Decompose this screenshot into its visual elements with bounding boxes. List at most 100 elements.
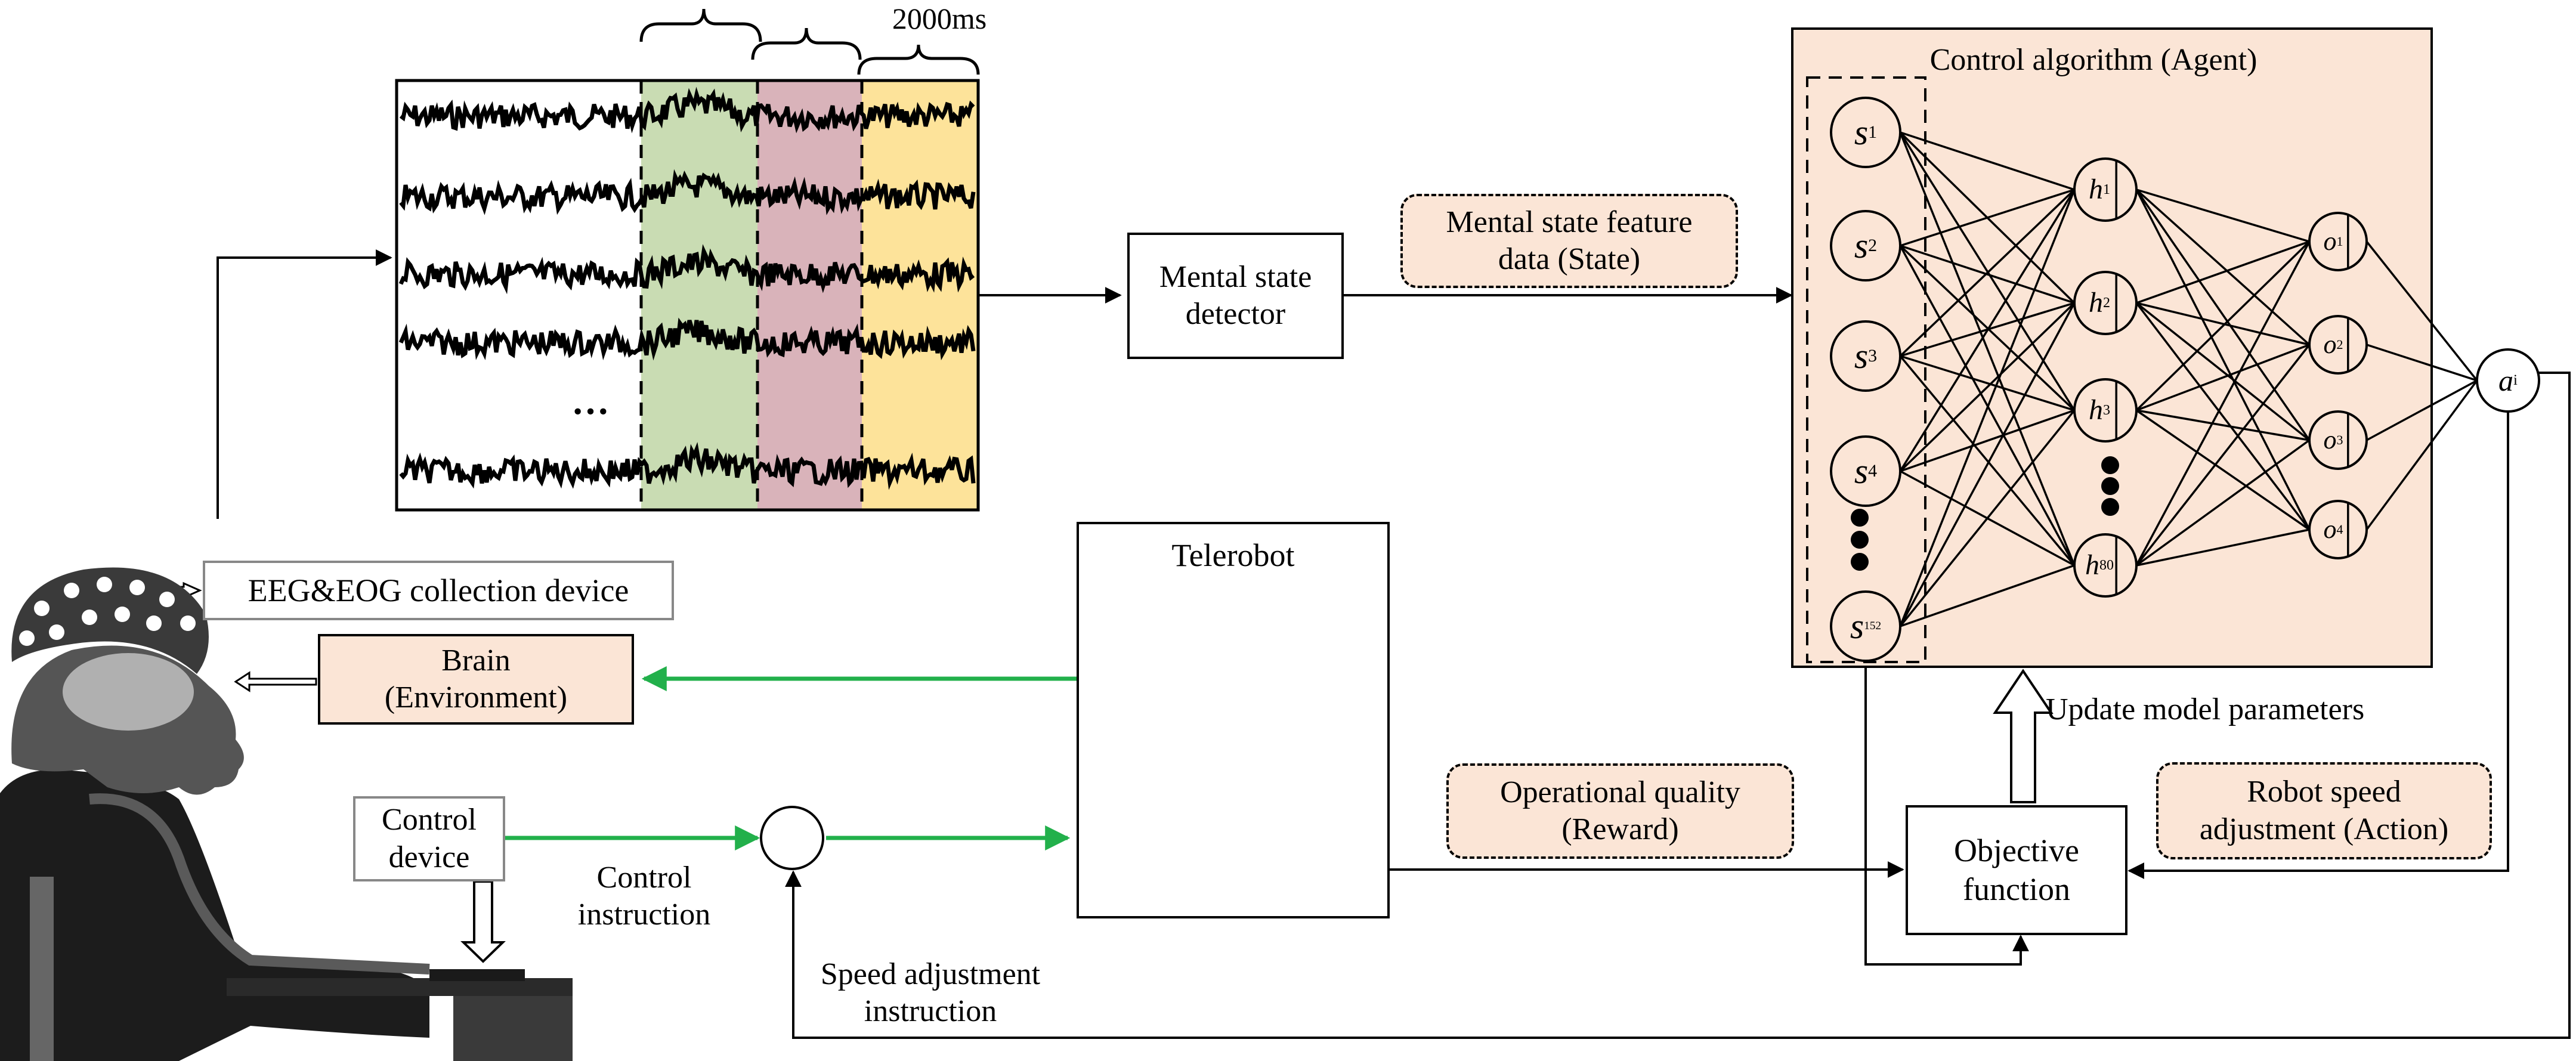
eeg-signal-panel [395, 8, 980, 512]
input-node-label-5-sub: 152 [1864, 620, 1882, 633]
nn-edge [2135, 302, 2311, 441]
output-node-label-1-main: o [2323, 226, 2337, 256]
nn-edge [2135, 189, 2311, 530]
nn-edge [1899, 355, 2076, 567]
input-node-5 [1830, 590, 1901, 662]
hollow-arrow-update [1993, 669, 2054, 803]
arrow-speed-adjustment [785, 372, 2571, 1039]
nn-edge [2365, 379, 2478, 531]
brain-overlay [63, 653, 194, 731]
nn-edge [2136, 344, 2310, 412]
output-node-label-3-sub: 3 [2336, 432, 2343, 447]
nn-edge [2135, 439, 2311, 567]
output-node-3 [2308, 410, 2368, 470]
reward-tag-box: Operational quality (Reward) [1446, 763, 1794, 859]
update-parameters-label: Update model parameters [2046, 689, 2451, 731]
eeg-trace [398, 317, 976, 361]
action-node [2476, 348, 2540, 413]
control-device-box: Control device [353, 796, 505, 881]
chair-back [30, 877, 54, 1061]
input-node-label-1-main: s [1854, 113, 1869, 152]
action-node-label-main: a [2498, 364, 2514, 397]
keyboard [429, 969, 525, 981]
eeg-device-label: EEG&EOG collection device [248, 572, 629, 608]
speed-adjustment-instruction-label: Speed adjustment instruction [799, 948, 1062, 1038]
nn-edge [2135, 241, 2311, 566]
eeg-cap [11, 567, 209, 674]
telerobot-label: Telerobot [1171, 537, 1295, 573]
state-tag-box: Mental state feature data (State) [1400, 194, 1738, 288]
nn-edge [2135, 344, 2311, 567]
nn-edge [2366, 379, 2478, 441]
agent-input-dashed-box [1806, 76, 1926, 663]
hidden-node-label-4-sub: 80 [2099, 557, 2114, 573]
input-node-label-4-main: s [1854, 451, 1869, 491]
input-node-label-4-sub: 4 [1868, 461, 1878, 481]
nn-edge [2135, 302, 2311, 531]
hidden-node-label-1-sub: 1 [2103, 181, 2110, 197]
hidden-node-4 [2073, 533, 2138, 598]
person-arm [89, 793, 430, 975]
green-arrows [504, 666, 1077, 850]
epoch-duration-label: 2000ms [892, 2, 987, 35]
hidden-node-label-1-main: h [2089, 174, 2103, 206]
nn-edge [2365, 240, 2478, 382]
nn-edge [2136, 528, 2310, 567]
black-arrows [217, 249, 2571, 1039]
eeg-trace [398, 244, 975, 295]
action-tag-line-1: Robot speed [2247, 775, 2401, 809]
eeg-trace [399, 169, 976, 215]
speed-instruction-line-2: instruction [864, 994, 997, 1028]
eeg-trace [399, 442, 976, 490]
nn-edge [1899, 189, 2076, 472]
eeg-trace [399, 86, 975, 134]
nn-edge [1899, 302, 2076, 627]
nn-edge [2136, 302, 2310, 346]
input-node-4 [1830, 435, 1901, 507]
nn-edge [1900, 188, 2075, 247]
nn-edge [1899, 188, 2076, 357]
nn-edge [1900, 245, 2075, 304]
output-node-2 [2308, 315, 2368, 375]
speed-instruction-line-1: Speed adjustment [820, 957, 1041, 991]
nn-edge [1900, 131, 2075, 191]
eeg-band-pink [757, 81, 862, 510]
nn-ellipsis [1851, 456, 2119, 571]
output-node-label-3-main: o [2323, 425, 2337, 454]
control-instruction-line-1: Control [596, 860, 692, 895]
output-node-label-2-sub: 2 [2336, 336, 2343, 352]
nn-edge [2135, 189, 2311, 441]
eeg-device-label-box: EEG&EOG collection device [203, 561, 674, 620]
summing-junction [760, 806, 824, 870]
nn-edge [1900, 409, 2075, 472]
nn-nodes [1830, 97, 2540, 662]
reward-tag-line-1: Operational quality [1500, 775, 1740, 809]
input-node-label-1-sub: 1 [1868, 122, 1878, 142]
state-tag-line-2: data (State) [1498, 242, 1641, 276]
nn-edge [1899, 132, 2076, 411]
nn-edge [1899, 302, 2076, 472]
nn-edge [1900, 355, 2075, 412]
input-node-label-3-main: s [1854, 336, 1869, 376]
telerobot-box: Telerobot [1077, 522, 1390, 918]
output-node-label-1-sub: 1 [2336, 233, 2343, 249]
arrow-action-to-objective [2127, 406, 2509, 879]
nn-edge [1899, 132, 2076, 566]
control-instruction-label: Control instruction [555, 852, 734, 941]
nn-edge [1899, 245, 2076, 412]
input-node-label-2-main: s [1854, 226, 1869, 265]
detector-line-1: Mental state [1159, 259, 1312, 294]
objective-line-1: Objective [1954, 833, 2079, 869]
nn-edge [1899, 409, 2076, 627]
nn-edge [2135, 240, 2311, 412]
control-device-line-2: device [388, 840, 470, 874]
